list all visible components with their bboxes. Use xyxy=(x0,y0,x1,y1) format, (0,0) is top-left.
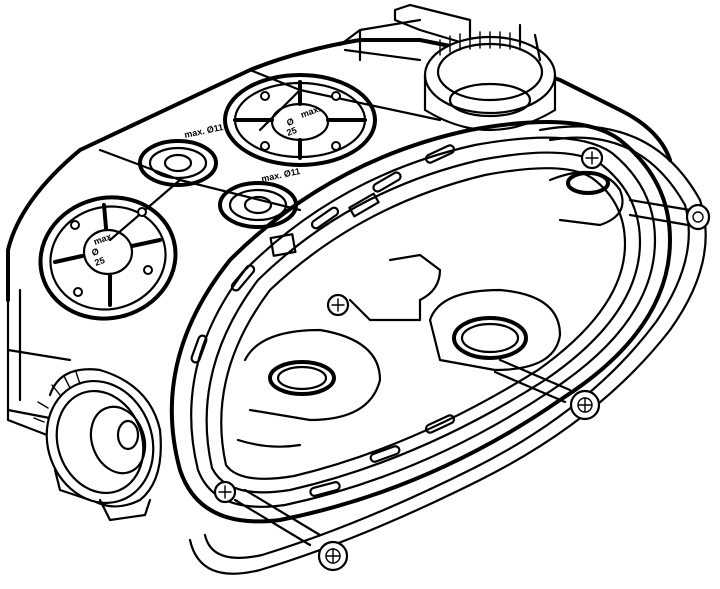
knockout-top-label-2: Ø xyxy=(285,116,295,128)
small-knockout-right: max. Ø11 xyxy=(218,166,301,229)
inner-chambers xyxy=(236,170,624,448)
small-knockout-right-label: max. Ø11 xyxy=(260,166,301,184)
small-knockout-left: max. Ø11 xyxy=(138,122,224,187)
large-knockout-left: max. Ø 25 xyxy=(38,195,178,321)
knockout-left-label-3: 25 xyxy=(93,255,106,268)
knockout-left-label-2: Ø xyxy=(90,246,100,258)
large-knockout-top: max. Ø 25 xyxy=(223,73,377,167)
knockout-top-label-1: max. xyxy=(299,103,322,119)
knockout-top-label-3: 25 xyxy=(285,125,298,138)
small-knockout-left-label: max. Ø11 xyxy=(183,122,224,140)
front-mounting-frame xyxy=(169,120,672,524)
spacer-posts xyxy=(213,146,711,572)
frame-slots xyxy=(190,144,456,497)
box-body xyxy=(6,18,672,442)
left-connector xyxy=(33,368,162,522)
top-connector xyxy=(393,3,557,131)
